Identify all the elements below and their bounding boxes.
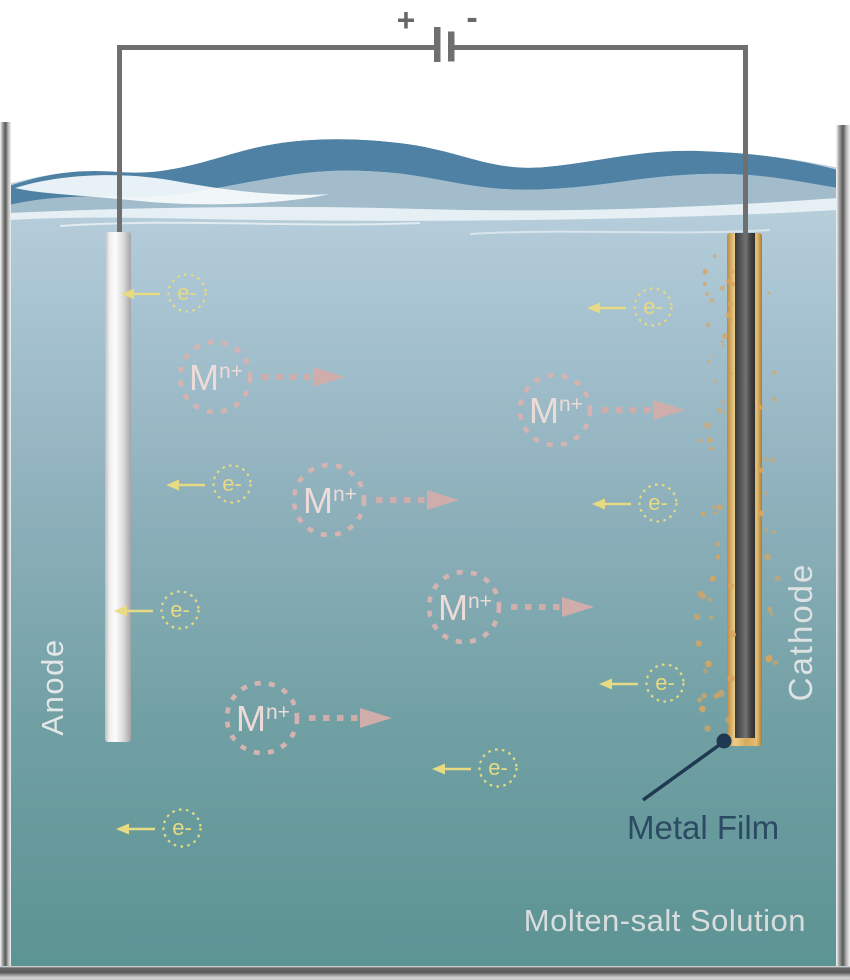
battery-minus-label: - bbox=[466, 0, 477, 37]
electron-direction-arrow bbox=[116, 823, 155, 835]
wire-right-vertical bbox=[743, 45, 748, 240]
electron: e- bbox=[432, 748, 518, 788]
beaker-left-wall bbox=[0, 122, 11, 980]
circuit: + - bbox=[117, 0, 748, 245]
wire-top-right bbox=[454, 45, 748, 50]
anode-rod bbox=[105, 232, 131, 742]
ion-dotted-circle bbox=[291, 462, 367, 538]
ion-symbol: M bbox=[438, 587, 468, 628]
electron-dotted-circle bbox=[167, 273, 207, 313]
ion-label: Mn+ bbox=[303, 480, 357, 521]
ion-direction-arrow bbox=[602, 400, 685, 420]
electron-label: e- bbox=[170, 597, 190, 622]
ion-symbol: M bbox=[529, 390, 559, 431]
electron-label: e- bbox=[177, 280, 197, 305]
deposit-speckles bbox=[693, 254, 781, 732]
ion-charge: n+ bbox=[333, 483, 357, 506]
metal-ion: Mn+ bbox=[426, 569, 594, 645]
electron-direction-arrow bbox=[599, 678, 638, 690]
electron: e- bbox=[121, 273, 207, 313]
battery-plus-label: + bbox=[397, 2, 416, 38]
ion-direction-arrow bbox=[376, 490, 459, 510]
electron-label: e- bbox=[172, 815, 192, 840]
ion-charge: n+ bbox=[266, 701, 290, 724]
electron-direction-arrow bbox=[121, 288, 160, 300]
electron: e- bbox=[166, 464, 252, 504]
ion-dotted-circle bbox=[224, 680, 300, 756]
metal-film-annotation: Metal Film bbox=[627, 733, 779, 846]
cathode-rod bbox=[735, 233, 755, 738]
ion-dotted-circle bbox=[517, 372, 593, 448]
surface-streak-2 bbox=[469, 229, 771, 235]
ion-direction-arrow bbox=[309, 708, 392, 728]
ion-dotted-circle bbox=[426, 569, 502, 645]
electron-direction-arrow bbox=[166, 479, 205, 491]
electron-label: e- bbox=[655, 670, 675, 695]
electron-label: e- bbox=[488, 755, 508, 780]
battery-short-plate bbox=[448, 31, 455, 62]
metal-film-pointer-line bbox=[641, 741, 724, 802]
metal-film-pointer-dot bbox=[716, 733, 732, 749]
electron-dotted-circle bbox=[478, 748, 518, 788]
ion-charge: n+ bbox=[219, 360, 243, 383]
ion-symbol: M bbox=[189, 357, 219, 398]
cathode-assembly bbox=[693, 233, 781, 746]
electron-label: e- bbox=[648, 490, 668, 515]
solution-label: Molten-salt Solution bbox=[524, 903, 806, 938]
electron-direction-arrow bbox=[432, 763, 471, 775]
electron-label: e- bbox=[643, 294, 663, 319]
ion-direction-arrow bbox=[262, 367, 345, 387]
ion-symbol: M bbox=[303, 480, 333, 521]
electron-dotted-circle bbox=[638, 483, 678, 523]
electron: e- bbox=[592, 483, 678, 523]
electron-dotted-circle bbox=[633, 287, 673, 327]
ion-symbol: M bbox=[236, 698, 266, 739]
electron: e- bbox=[116, 808, 202, 848]
cathode-label: Cathode bbox=[782, 563, 819, 702]
anode-label: Anode bbox=[35, 638, 70, 735]
metal-ion: Mn+ bbox=[177, 339, 345, 415]
particles-layer: Mn+ Mn+ Mn+ Mn+ bbox=[114, 273, 685, 848]
electron-direction-arrow bbox=[114, 605, 153, 617]
ion-label: Mn+ bbox=[529, 390, 583, 431]
surface-dark-wave bbox=[9, 139, 838, 205]
surface-crest-highlight bbox=[15, 175, 330, 205]
ion-label: Mn+ bbox=[236, 698, 290, 739]
electron-dotted-circle bbox=[160, 590, 200, 630]
beaker-container bbox=[0, 122, 850, 980]
ion-direction-arrow bbox=[511, 597, 594, 617]
electron: e- bbox=[587, 287, 673, 327]
metal-ion: Mn+ bbox=[517, 372, 685, 448]
metal-ion: Mn+ bbox=[291, 462, 459, 538]
beaker-bottom bbox=[0, 966, 850, 980]
electron-direction-arrow bbox=[592, 498, 631, 510]
beaker-right-wall bbox=[836, 125, 850, 980]
ion-label: Mn+ bbox=[438, 587, 492, 628]
battery-icon bbox=[434, 27, 455, 62]
water-surface bbox=[0, 100, 850, 235]
ion-label: Mn+ bbox=[189, 357, 243, 398]
surface-foam bbox=[9, 198, 838, 221]
electron-dotted-circle bbox=[645, 663, 685, 703]
metal-ion: Mn+ bbox=[224, 680, 392, 756]
metal-film-label: Metal Film bbox=[627, 809, 779, 846]
white-above-surface bbox=[0, 100, 850, 186]
wire-left-vertical bbox=[117, 45, 122, 245]
electron-dotted-circle bbox=[212, 464, 252, 504]
electron-dotted-circle bbox=[162, 808, 202, 848]
battery-long-plate bbox=[434, 27, 441, 62]
electron-direction-arrow bbox=[587, 302, 626, 314]
wire-top-left bbox=[117, 45, 434, 50]
ion-charge: n+ bbox=[468, 590, 492, 613]
ion-dotted-circle bbox=[177, 339, 253, 415]
electron: e- bbox=[599, 663, 685, 703]
ion-charge: n+ bbox=[559, 393, 583, 416]
electron: e- bbox=[114, 590, 200, 630]
electron-label: e- bbox=[222, 471, 242, 496]
surface-streak-1 bbox=[59, 221, 421, 227]
